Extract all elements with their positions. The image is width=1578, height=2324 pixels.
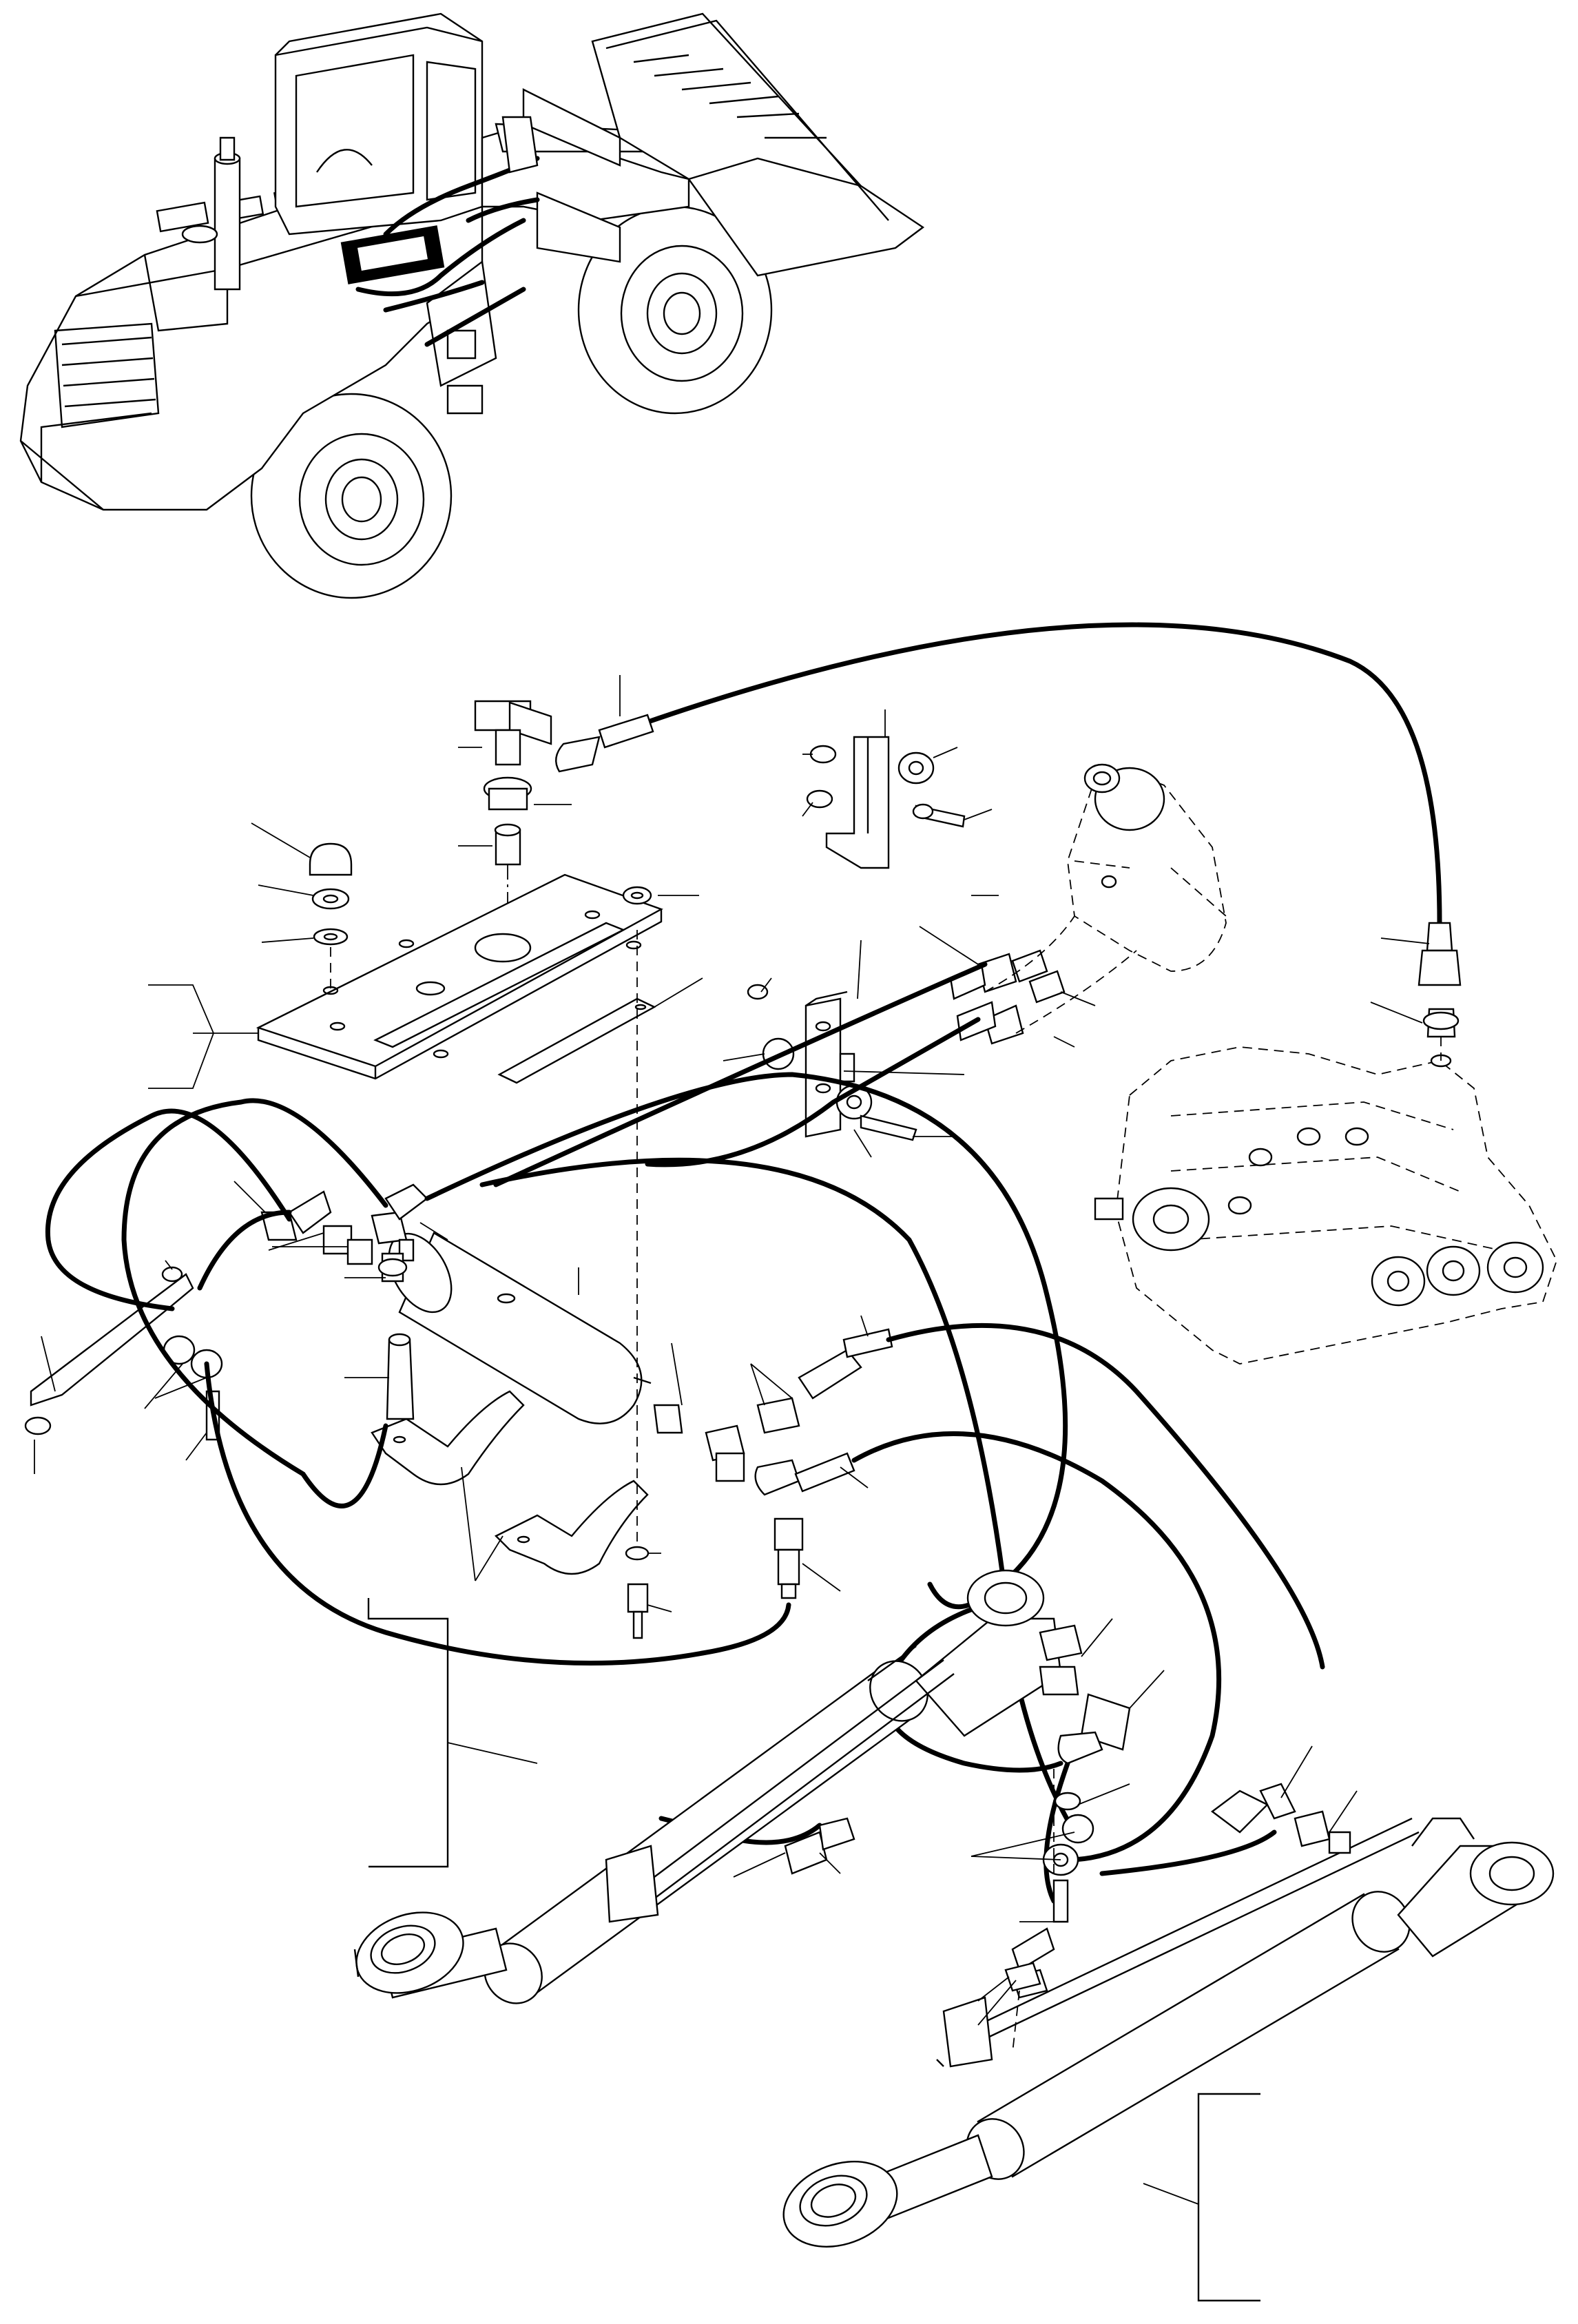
strap-bolt: [625, 930, 650, 1639]
tee-fitting-stack: [474, 700, 552, 930]
valve-fitting-dash: [984, 915, 1442, 1061]
wheel-loader-overview: [19, 12, 925, 599]
hydraulic-cylinder-left: [353, 1569, 1131, 2004]
center-clamp-assembly: [1042, 1763, 1094, 1923]
steering-fittings: [949, 949, 1066, 1045]
steering-unit: [1067, 763, 1227, 972]
leader-lines: [34, 675, 1430, 2026]
control-valve: [1094, 1046, 1557, 1365]
front-wheel: [577, 205, 773, 415]
middle-fitting-cluster: [653, 1328, 893, 1599]
lower-right-fittings: [1004, 1783, 1351, 2053]
hose-elbow-to-control-valve: [555, 622, 1462, 1038]
hose-loops: [45, 962, 1325, 1904]
shim-strip: [497, 997, 656, 1084]
rear-wheel: [250, 393, 453, 599]
highlighted-hydraulics: [340, 116, 540, 347]
upper-bracket: [806, 736, 966, 869]
loader-bucket: [591, 12, 925, 277]
loader-cab: [274, 12, 484, 236]
cap-nut-washer-stack: [309, 842, 353, 992]
left-clamp-bracket: [24, 1266, 223, 1441]
hydraulic-cylinder-right: [782, 1817, 1555, 2302]
accumulator-tank: [371, 1232, 652, 1575]
plate-nut: [622, 886, 652, 905]
left-fitting-cluster: [260, 1183, 428, 1420]
